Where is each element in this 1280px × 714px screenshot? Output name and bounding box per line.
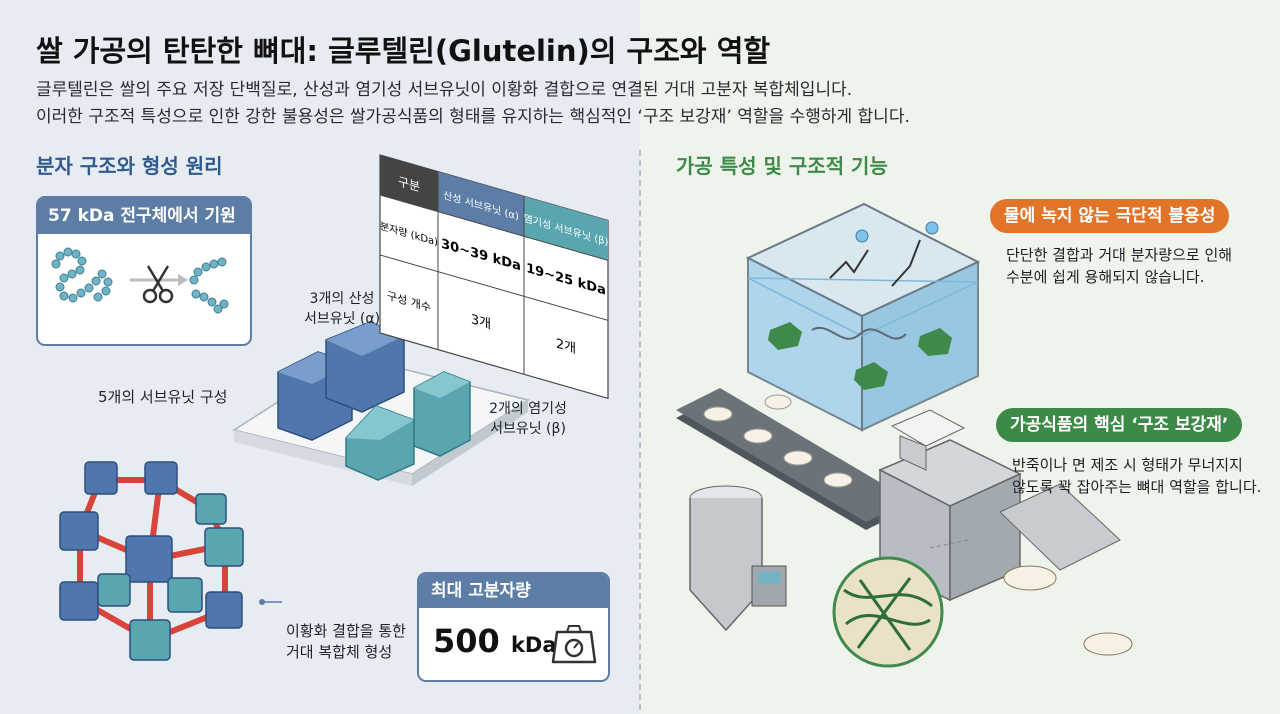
water-tank [745,202,981,432]
basic-subunits [413,371,471,457]
reinforcer-badge: 가공식품의 핵심 ‘구조 보강재’ [996,408,1243,442]
panel-divider [639,150,641,710]
flour-silo [689,485,763,632]
max-weight-title: 최대 고분자량 [419,574,608,608]
table-header-label: 구분 [398,174,420,194]
structure-zoom-circle [832,539,969,668]
reinforcer-text-1: 반죽이나 면 제조 시 형태가 무너지지 [1012,456,1243,474]
noodle-machine [878,409,1133,656]
max-weight-value: 500 kDa [433,622,557,660]
insoluble-badge: 물에 녹지 않는 극단적 불용성 [990,199,1230,233]
table-cell-basic-count: 2개 [556,336,576,357]
table-cell-acidic-count: 3개 [471,311,491,332]
precursor-cleavage-illustration [51,247,229,314]
insoluble-text-1: 단단한 결합과 거대 분자량으로 인해 [1006,246,1233,264]
acidic-subunits [277,321,415,481]
five-subunit-label: 5개의 서브유닛 구성 [98,388,228,406]
molecular-structure-illustration [59,321,530,661]
disulfide-network [59,461,244,661]
max-molecular-weight-box: 최대 고분자량 500 kDa [417,572,610,682]
precursor-card: 57 kDa 전구체에서 기원 [36,196,252,346]
subtitle-line-2: 이러한 구조적 특성으로 인한 강한 불용성은 쌀가공식품의 형태를 유지하는 … [36,107,910,127]
scissors-icon [142,265,174,304]
scale-icon [551,625,597,664]
insoluble-text-2: 수분에 쉽게 용해되지 않습니다. [1006,268,1205,286]
reinforcer-text-2: 않도록 꽉 잡아주는 뼈대 역할을 합니다. [1012,478,1262,496]
conveyor-belt [676,388,910,530]
page-title: 쌀 가공의 탄탄한 뼈대: 글루텔린(Glutelin)의 구조와 역할 [36,34,771,68]
right-section-title: 가공 특성 및 구조적 기능 [676,154,888,178]
left-section-title: 분자 구조와 형성 원리 [36,154,223,178]
subunit-table: 구분 산성 서브유닛 (α) 염기성 서브유닛 (β) 분자량 (kDa) 30… [379,154,609,400]
subtitle-line-1: 글루텔린은 쌀의 주요 저장 단백질로, 산성과 염기성 서브유닛이 이황화 결… [36,80,853,100]
precursor-card-title: 57 kDa 전구체에서 기원 [38,198,250,234]
